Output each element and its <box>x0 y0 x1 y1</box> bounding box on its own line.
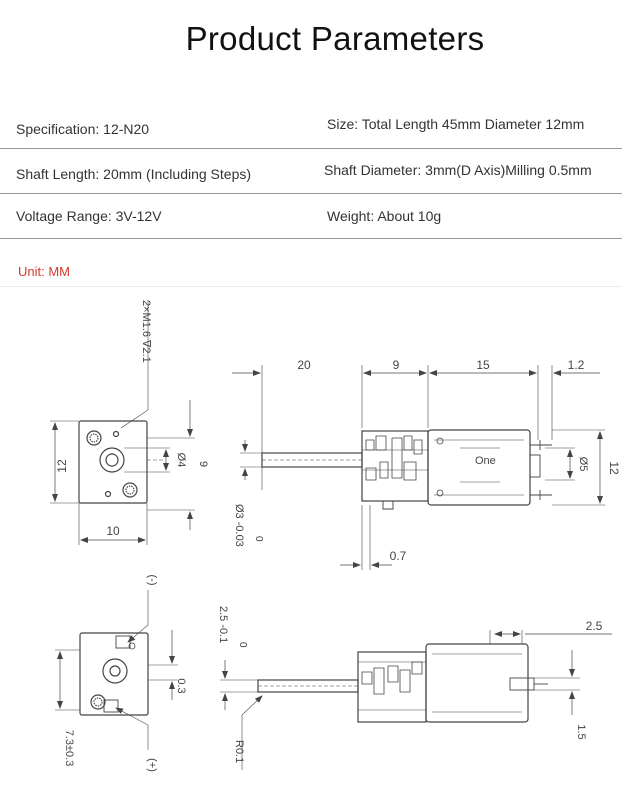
param-shaft-diameter: Shaft Diameter: 3mm(D Axis)Milling 0.5mm <box>324 162 592 178</box>
terminal-negative: (-) <box>146 575 158 586</box>
motor-label: One <box>475 455 496 467</box>
dim-phi4: Ø4 <box>175 453 187 468</box>
param-voltage: Voltage Range: 3V-12V <box>16 208 162 224</box>
dim-phi3-zero: 0 <box>253 536 264 542</box>
dim-9-vertical: 9 <box>197 461 209 467</box>
dim-phi3-tolerance: Ø3 -0.03 <box>233 504 245 547</box>
dim-r0-1: R0.1 <box>233 740 245 763</box>
dim-0-7: 0.7 <box>390 549 407 563</box>
param-row-specification: Specification: 12-N20 Size: Total Length… <box>0 103 622 149</box>
dim-15: 15 <box>476 358 490 372</box>
dim-0-3: 0.3 <box>175 678 187 693</box>
end-view-bottom <box>55 590 178 750</box>
unit-label: Unit: MM <box>18 264 70 279</box>
param-row-shaft: Shaft Length: 20mm (Including Steps) Sha… <box>0 148 622 194</box>
dim-phi5: Ø5 <box>577 457 589 472</box>
dim-2-5-zero: 0 <box>237 642 248 648</box>
terminal-positive: (+) <box>146 758 158 772</box>
dim-12-left: 12 <box>55 459 69 473</box>
side-view-top <box>232 365 605 570</box>
dim-1-2: 1.2 <box>568 358 585 372</box>
param-size: Size: Total Length 45mm Diameter 12mm <box>327 116 585 132</box>
side-view-bottom <box>220 630 612 770</box>
dim-10: 10 <box>106 524 120 538</box>
technical-drawing: 12 10 Ø4 9 2×M1.6 ∇2.1 <box>50 300 621 772</box>
divider <box>0 286 622 287</box>
dim-2-5: 2.5 <box>586 619 603 633</box>
page-title: Product Parameters <box>185 20 485 57</box>
param-row-voltage: Voltage Range: 3V-12V Weight: About 10g <box>0 193 622 239</box>
dim-9-horizontal: 9 <box>393 358 400 372</box>
end-view-top <box>50 300 195 545</box>
param-specification: Specification: 12-N20 <box>16 121 150 137</box>
dim-2-5-tolerance: 2.5 -0.1 <box>217 606 229 643</box>
param-weight: Weight: About 10g <box>327 208 442 224</box>
param-shaft-length: Shaft Length: 20mm (Including Steps) <box>16 166 252 182</box>
dim-20: 20 <box>297 358 311 372</box>
dim-1-5: 1.5 <box>575 724 587 739</box>
thread-note: 2×M1.6 ∇2.1 <box>140 300 152 363</box>
dim-7-3: 7.3±0.3 <box>63 730 75 767</box>
dim-12-right: 12 <box>607 461 621 475</box>
